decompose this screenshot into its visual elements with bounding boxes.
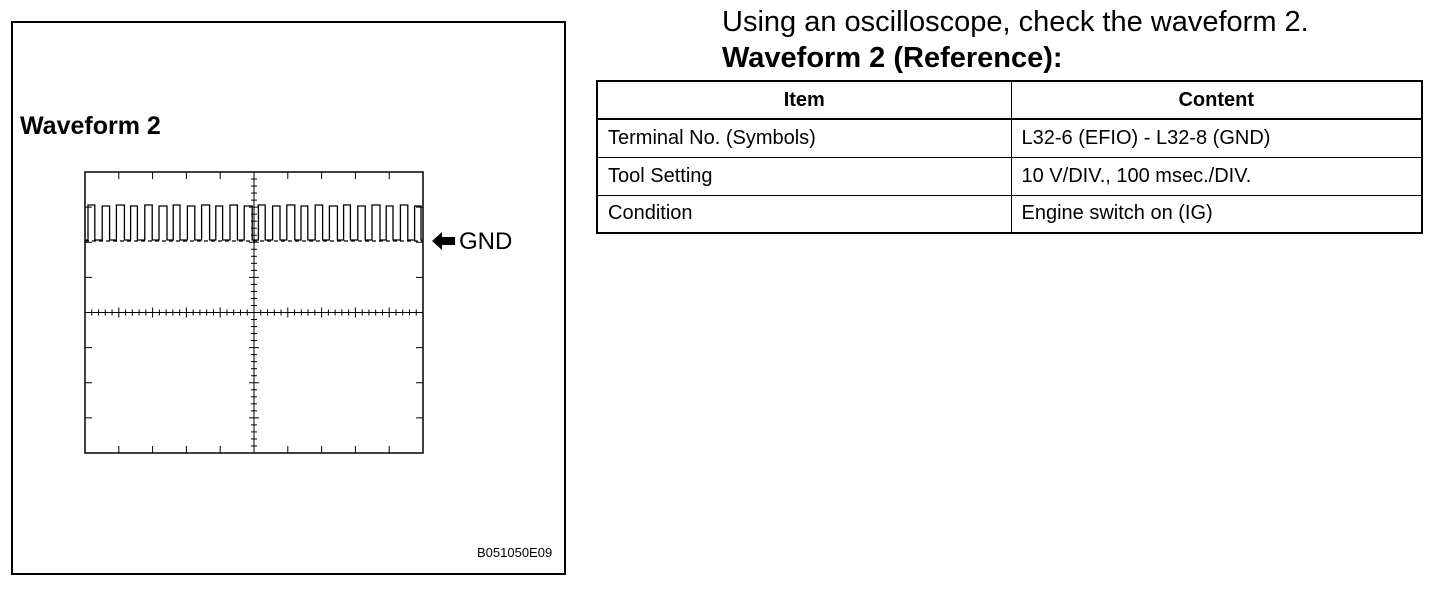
table-header-row: Item Content bbox=[596, 80, 1423, 120]
figure-title: Waveform 2 bbox=[20, 112, 161, 140]
table-row: Tool Setting 10 V/DIV., 100 msec./DIV. bbox=[596, 156, 1423, 196]
cell-item: Condition bbox=[596, 194, 1012, 234]
oscilloscope-display bbox=[84, 171, 455, 454]
cell-content: Engine switch on (IG) bbox=[1010, 194, 1423, 234]
header-content: Content bbox=[1010, 80, 1423, 120]
header-item: Item bbox=[596, 80, 1012, 120]
instruction-text: Using an oscilloscope, check the wavefor… bbox=[722, 6, 1309, 38]
table-row: Condition Engine switch on (IG) bbox=[596, 194, 1423, 234]
waveform-trace bbox=[86, 204, 422, 241]
table-row: Terminal No. (Symbols) L32-6 (EFIO) - L3… bbox=[596, 118, 1423, 158]
cell-content: L32-6 (EFIO) - L32-8 (GND) bbox=[1010, 118, 1423, 158]
gnd-label: GND bbox=[459, 228, 513, 255]
cell-content: 10 V/DIV., 100 msec./DIV. bbox=[1010, 156, 1423, 196]
reference-heading: Waveform 2 (Reference): bbox=[722, 42, 1063, 74]
cell-item: Tool Setting bbox=[596, 156, 1012, 196]
figure-frame bbox=[11, 21, 566, 575]
spec-table: Item Content Terminal No. (Symbols) L32-… bbox=[596, 80, 1423, 234]
cell-item: Terminal No. (Symbols) bbox=[596, 118, 1012, 158]
figure-code: B051050E09 bbox=[477, 545, 553, 560]
scope-grid bbox=[84, 171, 424, 454]
left-arrow-icon bbox=[432, 232, 455, 250]
